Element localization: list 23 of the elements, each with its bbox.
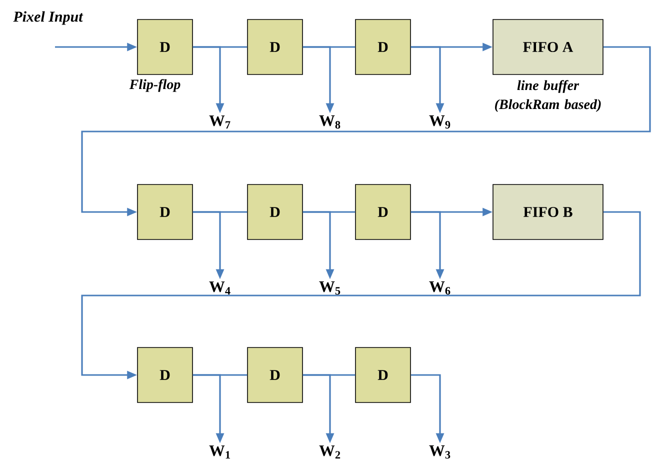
node-label: line buffer (BlockRam based) (495, 80, 601, 112)
flip-flop-box: D (355, 347, 411, 403)
output-label: W$_{6}$ (429, 281, 450, 295)
output-label: W$_{2}$ (319, 445, 340, 459)
output-label: W$_{1}$ (209, 445, 230, 459)
output-label: W$_{7}$ (209, 115, 230, 129)
fifo-box: FIFO A (492, 19, 604, 75)
output-label: W$_{4}$ (209, 281, 230, 295)
flip-flop-box: D (247, 347, 303, 403)
flip-flop-box: D (137, 19, 193, 75)
node-label: Flip-flop (129, 79, 180, 92)
output-label: W$_{3}$ (429, 445, 450, 459)
flip-flop-box: D (355, 184, 411, 240)
flip-flop-box: D (137, 184, 193, 240)
flip-flop-box: D (247, 184, 303, 240)
output-label: W$_{5}$ (319, 281, 340, 295)
fifo-box: FIFO B (492, 184, 604, 240)
output-label: W$_{8}$ (319, 115, 340, 129)
flip-flop-box: D (355, 19, 411, 75)
input-label: Pixel Input (13, 11, 84, 25)
flip-flop-box: D (137, 347, 193, 403)
flip-flop-box: D (247, 19, 303, 75)
output-label: W$_{9}$ (429, 115, 450, 129)
